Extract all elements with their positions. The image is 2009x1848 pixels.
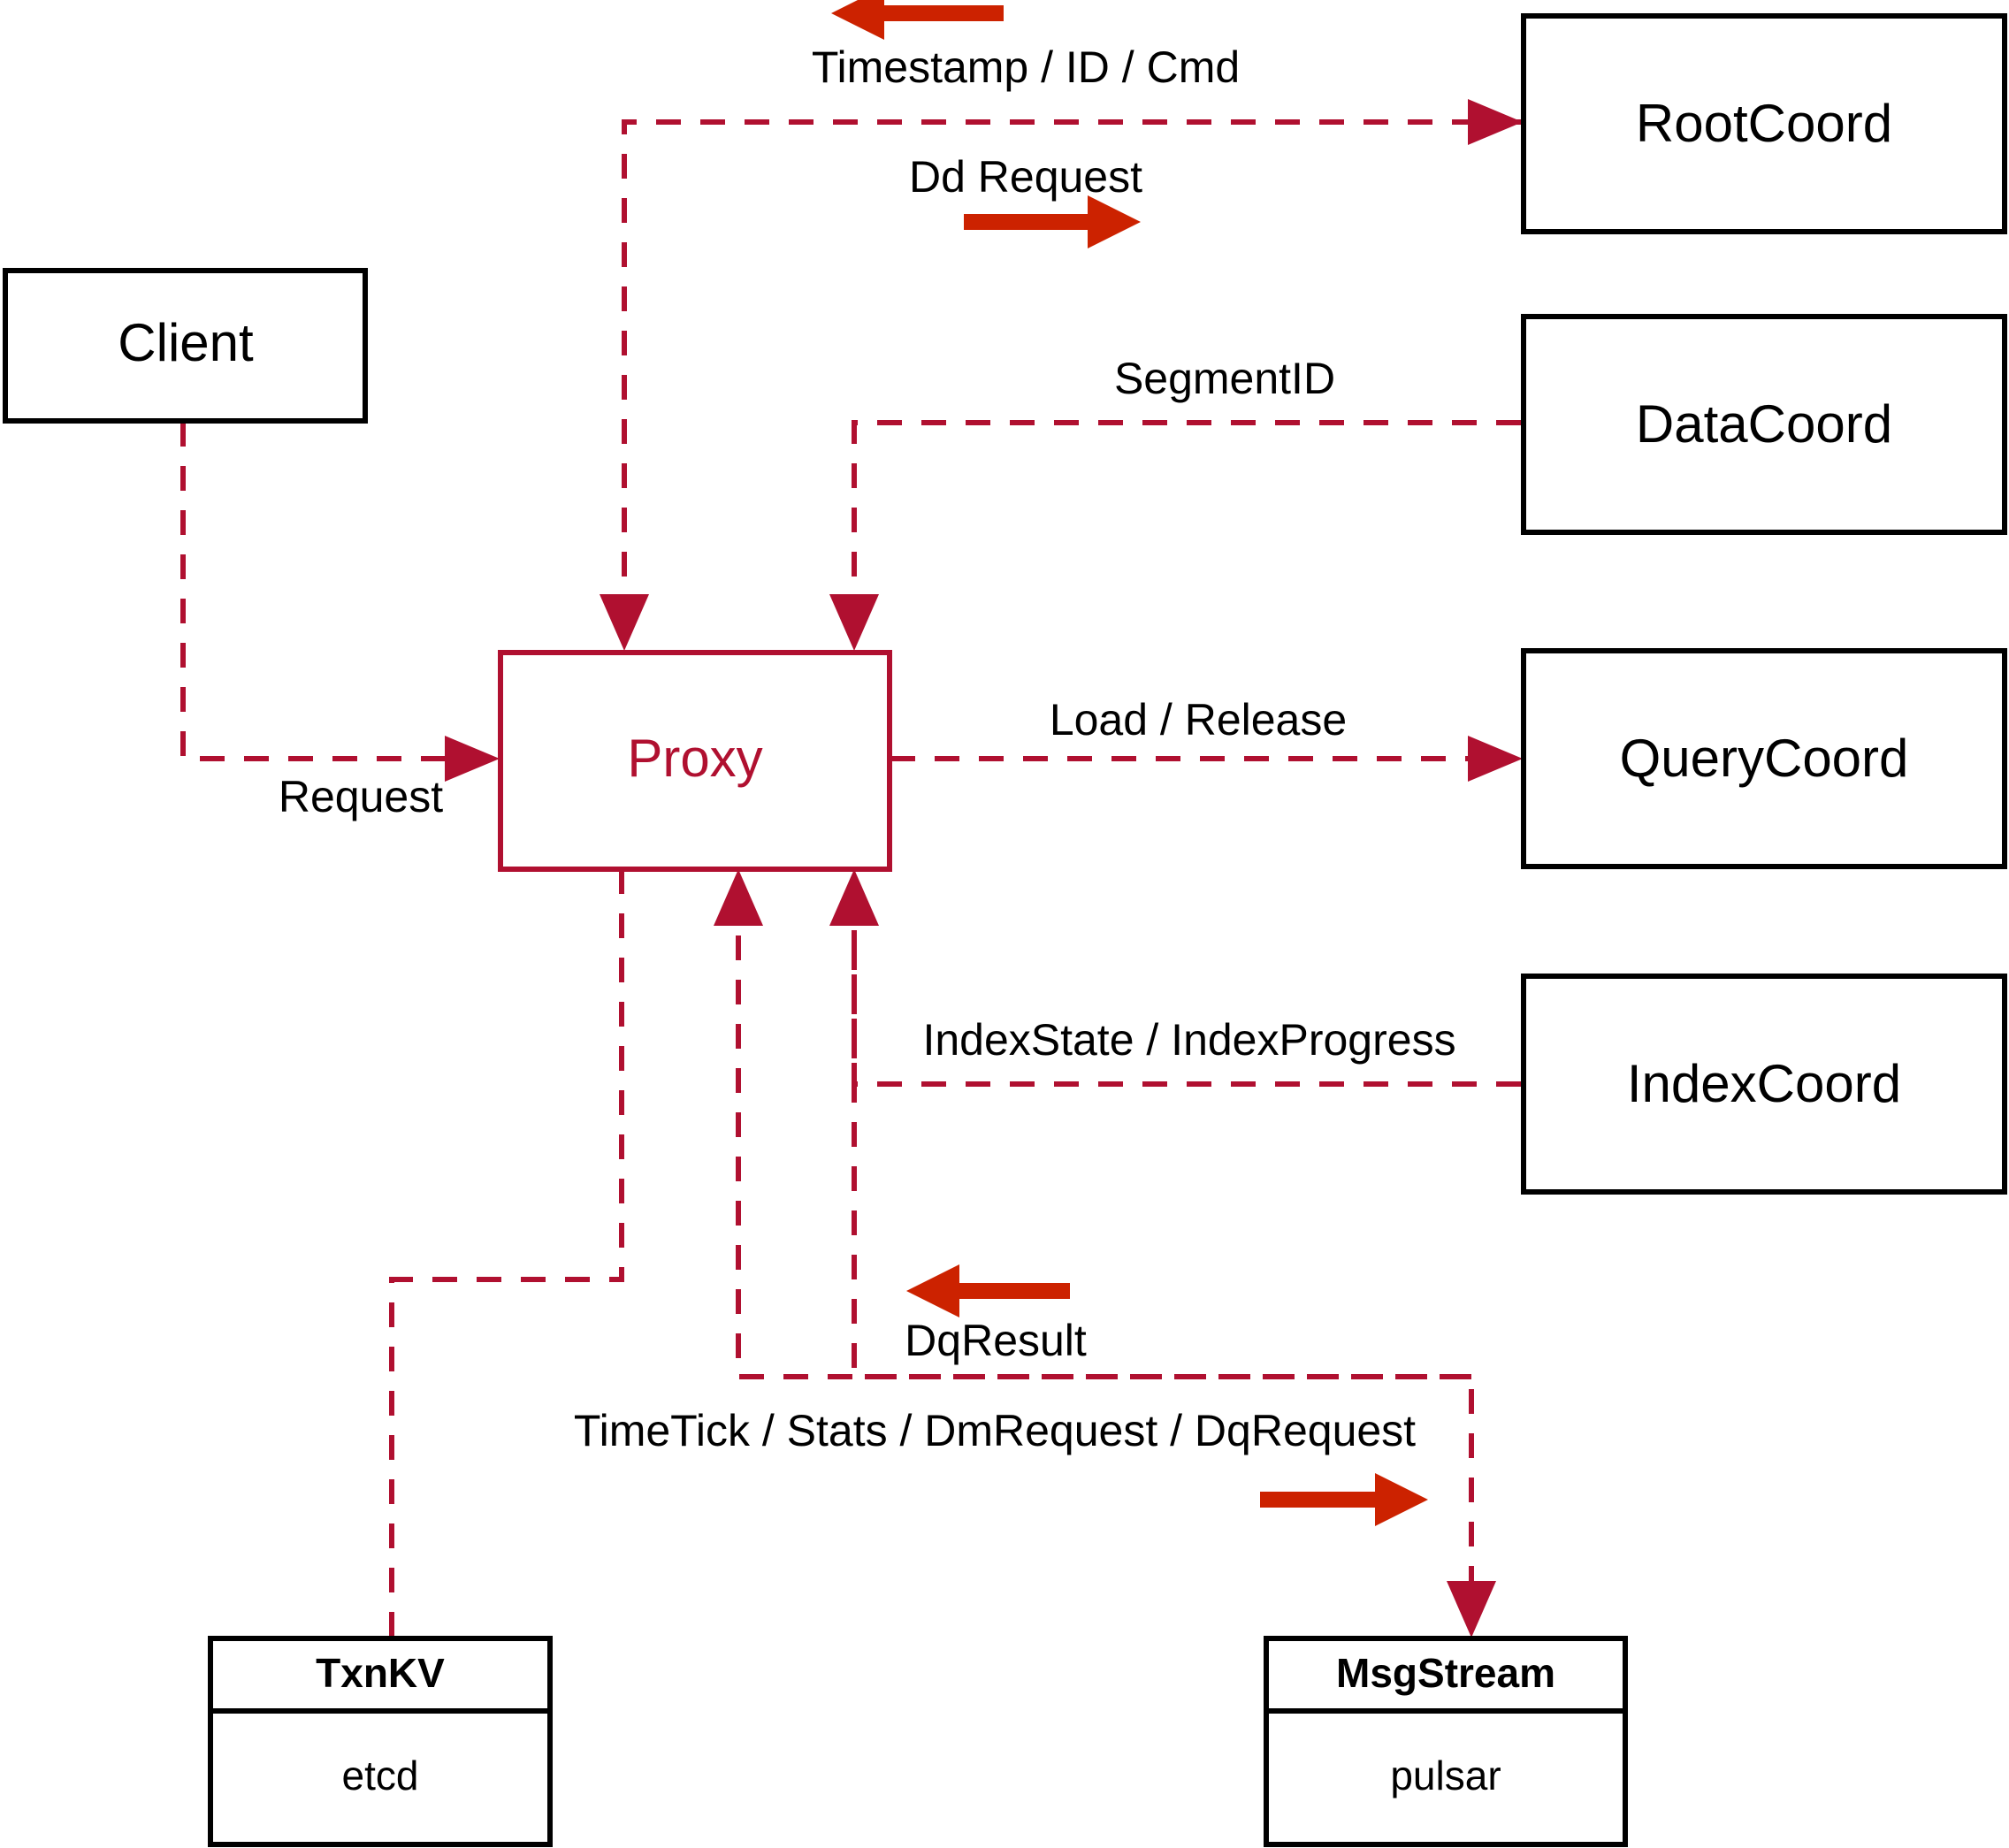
edge-timestamp-id-cmd-arrowhead (600, 594, 649, 651)
edge-request-arrowhead (445, 736, 500, 782)
edge-timestamp-id-cmd-path (622, 119, 1521, 619)
direction-arrow-dqresult-left (906, 1264, 1070, 1317)
edge-dq-result-arrowhead (714, 869, 763, 926)
edge-label-request: Request (279, 772, 443, 821)
edge-label-timetick-stats: TimeTick / Stats / DmRequest / DqRequest (574, 1406, 1416, 1455)
node-msgstream-label: MsgStream (1336, 1650, 1555, 1696)
node-msgstream[interactable]: MsgStream pulsar (1264, 1636, 1628, 1847)
node-client[interactable]: Client (3, 268, 368, 424)
edge-timetick-stats-arrowhead (1447, 1581, 1496, 1638)
edge-label-index-state-progress: IndexState / IndexProgress (922, 1015, 1455, 1065)
node-msgstream-impl: pulsar (1390, 1753, 1501, 1798)
edge-dq-result-path (736, 901, 1471, 1379)
node-client-label: Client (118, 313, 254, 372)
edge-segment-id-arrowhead (829, 594, 879, 651)
node-indexcoord-label: IndexCoord (1627, 1054, 1901, 1113)
node-datacoord[interactable]: DataCoord (1521, 314, 2007, 535)
node-txnkv-impl: etcd (342, 1753, 419, 1798)
edge-timetick-stats-path (852, 901, 1474, 1606)
node-indexcoord[interactable]: IndexCoord (1521, 974, 2007, 1195)
node-querycoord-label: QueryCoord (1620, 729, 1909, 788)
edge-index-state-progress-arrowhead (829, 869, 879, 926)
node-rootcoord-label: RootCoord (1636, 94, 1892, 153)
node-datacoord-label: DataCoord (1636, 394, 1892, 454)
direction-arrow-timestamp-left (831, 0, 1004, 40)
node-proxy[interactable]: Proxy (498, 650, 892, 872)
node-txnkv-label: TxnKV (316, 1650, 445, 1696)
node-rootcoord[interactable]: RootCoord (1521, 13, 2007, 234)
node-proxy-label: Proxy (627, 729, 762, 788)
edge-segment-id-path (852, 420, 1521, 619)
edge-label-timestamp-id-cmd: Timestamp / ID / Cmd (812, 42, 1240, 92)
edge-label-dd-request: Dd Request (909, 152, 1142, 202)
edge-txnkv-path (389, 869, 624, 1638)
edge-label-load-release: Load / Release (1050, 695, 1347, 745)
node-querycoord[interactable]: QueryCoord (1521, 648, 2007, 869)
edge-dd-request-arrowhead (1468, 99, 1523, 145)
edge-label-segment-id: SegmentID (1114, 354, 1335, 403)
direction-arrow-dd-request-right (964, 195, 1141, 248)
edge-load-release-arrowhead (1468, 736, 1523, 782)
node-txnkv[interactable]: TxnKV etcd (208, 1636, 553, 1847)
edge-label-dq-result: DqResult (905, 1316, 1087, 1365)
edge-request-path (180, 422, 482, 761)
direction-arrow-timetick-right (1260, 1473, 1428, 1526)
